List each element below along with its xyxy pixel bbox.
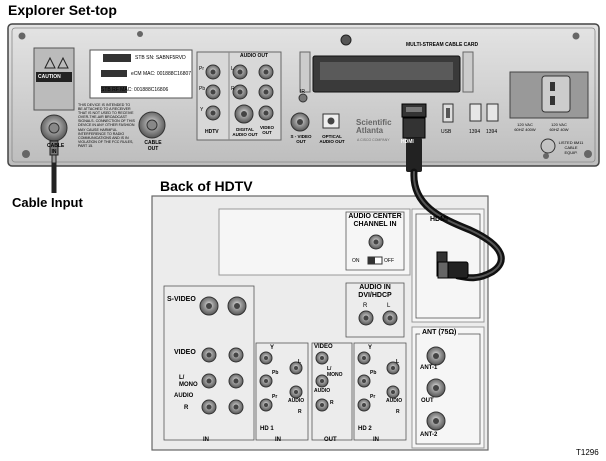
- settop-box: [7, 23, 600, 167]
- switch-on-label: ON: [352, 258, 360, 264]
- warning-line: THIS DEVICE IS INTENDED TO: [78, 103, 131, 107]
- figure-code: T1296: [576, 448, 599, 457]
- cable-card-label: MULTI-STREAM CABLE CARD: [406, 42, 479, 48]
- tv-ant-label: ANT (75Ω): [420, 329, 459, 336]
- cable-input-cable: [49, 140, 59, 193]
- warning-line: OVER-THE-AIR BROADCAST: [78, 115, 128, 120]
- tv-audio-in-r: R: [363, 303, 368, 309]
- brand-logo: Scientific Atlanta: [356, 118, 392, 135]
- hd1-l-label: L: [298, 359, 302, 365]
- hd2-r-label: R: [396, 409, 400, 415]
- st-pb-label: Pb: [199, 86, 206, 92]
- tv-hdmi-label: HDMI: [430, 216, 448, 223]
- warning-line: VIOLATION OF THE FCC RULES,: [78, 139, 134, 144]
- tv-in-label-1: IN: [203, 437, 209, 443]
- cable-in-label: CABLE IN: [47, 143, 65, 155]
- audio-in-dvi-label: AUDIO IN DVI/HDCP: [358, 284, 392, 299]
- hd1-pb-label: Pb: [272, 370, 279, 376]
- fcc-warning: THIS DEVICE IS INTENDED TO BE ATTACHED T…: [78, 103, 144, 148]
- port-1394-b-label: 1394: [486, 129, 498, 135]
- warning-line: COMMUNICATIONS AND IS IN: [78, 135, 129, 140]
- hd2-pb-label: Pb: [370, 370, 377, 376]
- audio-center-label: AUDIO CENTER CHANNEL IN: [348, 213, 402, 228]
- hdtv-back-panel: [151, 195, 489, 451]
- sticker-line-1: STB SN: SABNF5RVD: [135, 55, 186, 61]
- power-rating-1: 120 VAC 60HZ 400W: [514, 122, 536, 132]
- st-pr-label: Pr: [199, 66, 204, 72]
- tv-ant-out-label: OUT: [421, 398, 434, 404]
- tv-out-label: OUT: [324, 437, 337, 443]
- tv-audio-in-l: L: [387, 303, 391, 309]
- tv-audio-r-label: R: [184, 405, 189, 411]
- warning-line: SIGNALS. CONNECTION OF THIS: [78, 119, 135, 124]
- usb-label: USB: [441, 129, 452, 135]
- settop-title: Explorer Set-top: [8, 2, 117, 18]
- hd2-pr-label: Pr: [370, 394, 376, 400]
- st-l-label: L: [231, 66, 234, 72]
- out-video-label: VIDEO: [314, 344, 333, 350]
- tv-svideo-label: S-VIDEO: [167, 296, 196, 303]
- port-1394-a-label: 1394: [469, 129, 481, 135]
- out-lmono-label: L/ MONO: [327, 366, 343, 378]
- tv-ant1-label: ANT-1: [420, 365, 438, 371]
- st-hdtv-label: HDTV: [205, 129, 219, 135]
- hd2-y-label: Y: [368, 345, 373, 351]
- caution-label: CAUTION: [38, 74, 61, 80]
- warning-line: BE ATTACHED TO A RECEIVER: [78, 107, 131, 112]
- cable-input-label: Cable Input: [12, 195, 83, 210]
- tv-in-label-2: IN: [275, 437, 281, 443]
- warning-line: THAT IS NOT USED TO RECEIVE: [78, 111, 134, 116]
- hd1-y-label: Y: [270, 345, 275, 351]
- hd2-label: HD 2: [358, 426, 372, 432]
- switch-off-label: OFF: [384, 258, 394, 264]
- optical-audio-out-label: OPTICAL AUDIO OUT: [319, 134, 345, 144]
- hd1-label: HD 1: [260, 426, 274, 432]
- sticker-line-2: eCM MAC: 001888C16807: [131, 71, 192, 77]
- listing-mark: LISTED 6M11 CABLE EQUIP.: [558, 140, 584, 155]
- hd1-pr-label: Pr: [272, 394, 278, 400]
- out-r-label: R: [330, 400, 334, 406]
- tv-lmono-label: L/ MONO: [179, 375, 198, 388]
- svideo-out-label: S - VIDEO OUT: [290, 134, 312, 144]
- hdmi-cable: [402, 117, 505, 282]
- sticker-line-3: STB RF MAC: 001888C16806: [101, 87, 169, 93]
- hd1-audio-label: AUDIO: [288, 398, 305, 404]
- st-hdmi-label: HDMI: [401, 139, 414, 145]
- digital-audio-out-label: DIGITAL AUDIO OUT: [232, 127, 258, 137]
- hd1-r-label: R: [298, 409, 302, 415]
- audio-out-label: AUDIO OUT: [240, 53, 269, 59]
- power-rating-2: 120 VAC 60HZ 40W: [549, 122, 569, 132]
- out-audio-label: AUDIO: [314, 388, 331, 394]
- warning-line: MAY CAUSE HARMFUL: [78, 127, 118, 132]
- cable-out-label: CABLE OUT: [144, 140, 162, 152]
- warning-line: PART 15.: [78, 143, 94, 148]
- warning-line: DEVICE IN ANY OTHER FASHION: [78, 123, 135, 128]
- st-r-label: R: [231, 86, 235, 92]
- warning-line: INTERFERENCE TO RADIO: [78, 131, 125, 136]
- tv-in-label-3: IN: [373, 437, 379, 443]
- st-y-label: Y: [200, 107, 204, 113]
- hdtv-title: Back of HDTV: [160, 178, 253, 194]
- tv-audio-label: AUDIO: [174, 393, 194, 399]
- hd2-audio-label: AUDIO: [386, 398, 403, 404]
- tv-video-label: VIDEO: [174, 349, 196, 356]
- hd2-l-label: L: [396, 359, 400, 365]
- ir-label: IR: [300, 89, 305, 95]
- video-out-label: VIDEO OUT: [259, 125, 274, 135]
- tv-ant2-label: ANT-2: [420, 432, 438, 438]
- brand-sub: A CISCO COMPANY: [357, 138, 390, 142]
